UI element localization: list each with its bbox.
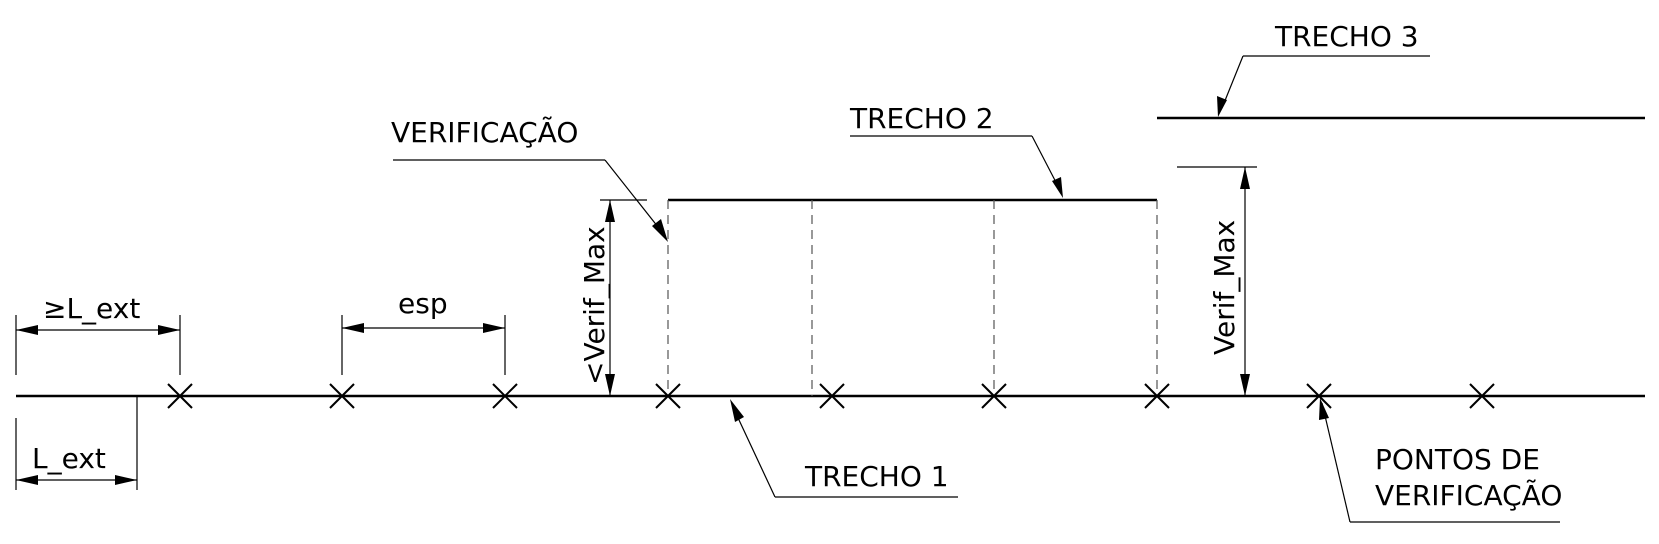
le-verif-max-label: <Verif_Max [578, 226, 611, 385]
verification-point-cross [492, 383, 518, 409]
arrowhead [115, 475, 137, 485]
arrowhead [158, 325, 180, 335]
arrowhead [1217, 96, 1227, 117]
verif-max-label: Verif_Max [1208, 220, 1241, 355]
trecho-3-leader [1217, 55, 1430, 117]
verification-point-cross [819, 383, 845, 409]
arrowhead [16, 325, 38, 335]
verification-point-cross [1469, 383, 1495, 409]
esp-dimension [341, 315, 506, 375]
arrowhead [1240, 167, 1250, 189]
ge-l-ext-label: ≥L_ext [43, 292, 140, 325]
verificacao-leader [393, 159, 668, 242]
l-ext-label: L_ext [32, 442, 106, 475]
verif-max-dimension [1177, 166, 1257, 396]
esp-label: esp [398, 287, 448, 320]
arrowhead [342, 323, 364, 333]
verification-point-cross [1306, 383, 1332, 409]
pontos-label-line-2: VERIFICAÇÃO [1375, 479, 1562, 512]
l-ext-dimension [15, 396, 138, 490]
trecho-1-label: TRECHO 1 [804, 460, 949, 493]
arrowhead [605, 374, 615, 396]
trecho-2-leader [850, 135, 1063, 198]
arrowhead [16, 475, 38, 485]
arrowhead [605, 200, 615, 222]
trecho-1-leader [730, 399, 958, 498]
verification-point-cross [329, 383, 355, 409]
arrowhead [483, 323, 505, 333]
arrowhead [652, 219, 668, 242]
arrowhead [1052, 177, 1063, 198]
le-verif-max-dimension [600, 199, 647, 396]
verification-point-cross [1144, 383, 1170, 409]
trecho-3-label: TRECHO 3 [1274, 20, 1419, 53]
ge-l-ext-dimension [15, 315, 181, 375]
trecho-2-label: TRECHO 2 [849, 102, 994, 135]
verification-point-cross [981, 383, 1007, 409]
arrowhead [730, 399, 744, 422]
arrowhead [1240, 374, 1250, 396]
pontos-label-line-1: PONTOS DE [1375, 443, 1540, 476]
verification-point-cross [167, 383, 193, 409]
pontos-leader [1319, 398, 1560, 523]
verification-point-cross [655, 383, 681, 409]
verificacao-label: VERIFICAÇÃO [391, 116, 578, 149]
arrowhead [1319, 398, 1329, 420]
